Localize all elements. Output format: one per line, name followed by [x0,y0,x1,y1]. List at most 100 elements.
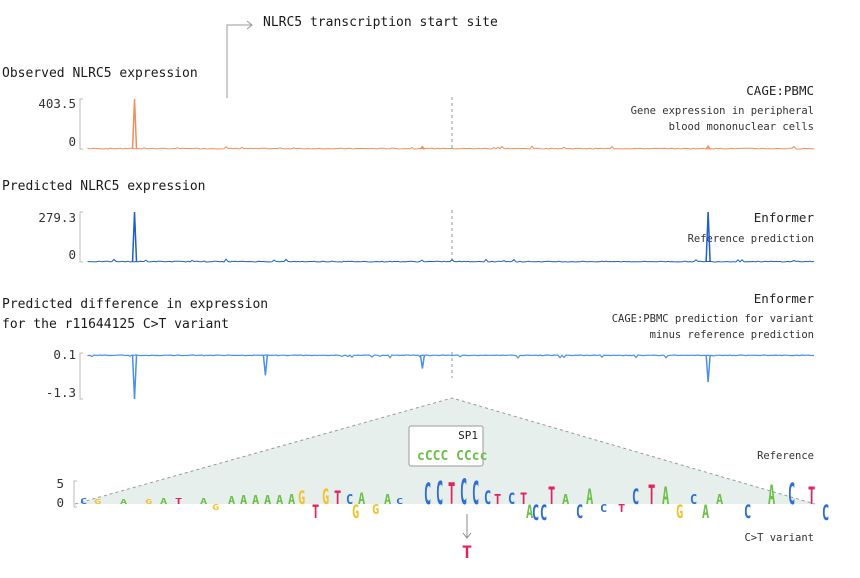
observed-right-title: CAGE:PBMC [746,83,814,98]
logo-letter-35: T [548,482,555,510]
logo-letter-7: G [212,504,219,513]
logo-letter-44: A [662,482,670,510]
zoom-cone-outline [74,397,816,505]
logo-letter-51: C [788,478,795,512]
logo-letter-41: T [618,502,625,515]
logo-letter-48: A [716,491,724,507]
logo-letter-29: C [484,486,491,509]
track-2-baseline [87,354,815,359]
difference-y-axis [79,352,83,400]
logo-letter-6: A [200,498,207,507]
logo-letter-31: C [508,490,515,508]
difference-y-min: -1.3 [45,385,76,400]
logo-letter-26: T [448,478,455,512]
difference-right-sub2: minus reference prediction [649,329,814,341]
logo-letter-10: A [252,493,260,507]
logo-letter-52: T [808,482,815,510]
logo-letter-9: A [240,493,248,507]
motif-y-zero: 0 [56,495,64,510]
sp1-label: SP1 [458,429,478,442]
logo-letter-50: A [768,479,776,510]
track-2-peak-1 [262,354,269,376]
logo-letter-27: C [460,473,467,513]
track-0-peak-2 [705,145,711,150]
logo-letter-0: C [80,498,87,507]
track-0-peak-1 [419,145,425,150]
predicted-y-max: 279.3 [38,210,76,225]
difference-y-max: 0.1 [53,347,76,362]
logo-letter-12: A [276,493,284,507]
predicted-y-min: 0 [68,247,76,262]
logo-letter-5: T [175,498,182,507]
logo-letter-30: T [494,491,502,507]
predicted-track-title: Predicted NLRC5 expression [2,179,206,194]
logo-letter-22: A [384,491,392,507]
logo-letter-8: A [228,494,235,507]
logo-letter-32: T [520,490,527,508]
logo-letter-17: T [334,486,341,509]
track-2-peak-3 [705,354,711,383]
logo-letter-37: A [562,491,570,507]
logo-letter-38: C [576,500,583,523]
difference-track-title-1: Predicted difference in expression [2,297,269,312]
motif-reference-label: Reference [757,450,814,462]
logo-letter-45: G [676,500,683,523]
logo-letter-42: C [632,486,639,511]
track-1-peak-0 [131,211,138,263]
logo-letter-46: C [690,491,697,507]
motif-y-axis [73,480,77,508]
track-0-peak-0 [131,98,138,150]
logo-letter-53: C [822,502,829,527]
logo-letter-15: T [312,500,319,523]
sp1-logo: cCCC CCcc [417,449,487,464]
motif-variant-label: C>T variant [744,532,814,544]
logo-letter-33: C [532,502,539,527]
difference-right-title: Enformer [753,291,814,306]
difference-right-sub1: CAGE:PBMC prediction for variant [611,313,814,325]
logo-letter-43: T [648,479,655,510]
logo-letter-14: G [298,486,305,509]
predicted-right-sub1: Reference prediction [687,233,814,245]
logo-letter-49: C [744,500,751,523]
logo-letter-34: A [526,500,534,523]
track-1-baseline [87,258,815,263]
motif-y-top: 5 [56,476,64,491]
observed-y-min: 0 [68,134,76,149]
logo-letter-23: C [396,498,403,507]
logo-letter-21: G [372,501,379,517]
logo-letter-24: C [424,478,431,512]
logo-letter-18: C [346,491,353,507]
track-2-peak-0 [131,354,138,400]
logo-letter-3: G [145,499,152,507]
logo-letter-28: C [472,475,479,512]
variant-base: T [462,543,472,563]
variant-arrow-head [462,532,472,539]
logo-letter-1: G [94,499,101,507]
predicted-right-title: Enformer [753,210,814,225]
logo-letter-36: C [540,502,547,527]
logo-letter-19: A [358,490,366,508]
tss-label: NLRC5 transcription start site [263,15,498,30]
observed-y-axis [79,98,83,150]
logo-letter-13: A [288,491,296,507]
logo-letter-11: A [264,493,272,507]
observed-y-max: 403.5 [38,96,76,111]
difference-track-title-2: for the r11644125 C>T variant [2,317,229,332]
predicted-y-axis [79,211,83,263]
logo-letter-2: A [120,499,127,507]
sp1-motif-box: SP1 cCCC CCcc [408,425,487,467]
logo-letter-40: C [600,502,607,515]
logo-letter-39: A [586,486,594,511]
logo-letter-47: A [702,500,710,523]
logo-letter-4: A [160,498,167,507]
track-1-peak-1 [705,212,711,263]
logo-letter-25: C [436,475,443,512]
logo-letter-16: G [322,486,329,511]
logo-letter-20: G [352,500,359,523]
observed-right-sub2: blood mononuclear cells [668,121,814,133]
observed-track-title: Observed NLRC5 expression [2,66,198,81]
track-2-peak-2 [419,354,426,369]
track-0-baseline [87,145,815,150]
